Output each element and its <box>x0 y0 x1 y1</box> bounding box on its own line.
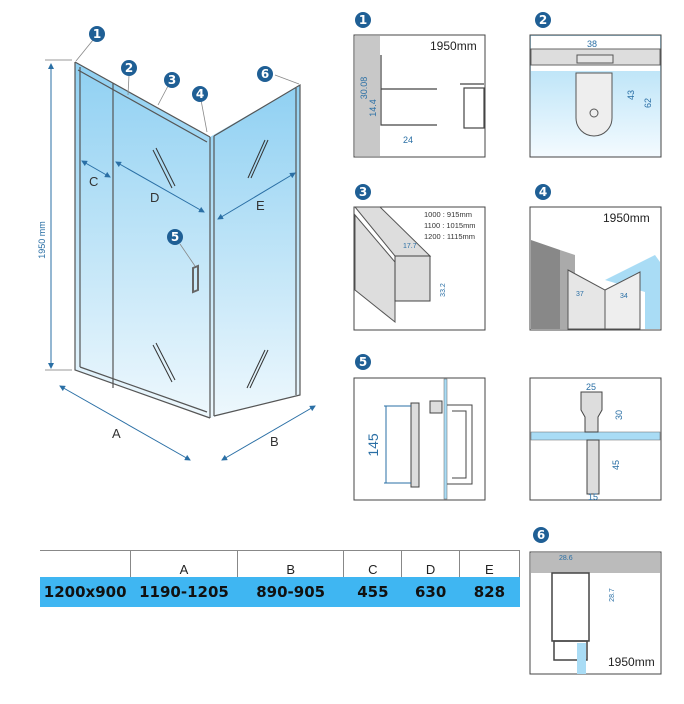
height-label: 1950 mm <box>37 221 47 259</box>
svg-text:3: 3 <box>359 185 367 199</box>
svg-text:1950mm: 1950mm <box>603 211 650 225</box>
svg-text:25: 25 <box>586 382 596 392</box>
svg-text:5: 5 <box>171 230 179 244</box>
svg-text:1950mm: 1950mm <box>430 39 477 53</box>
svg-text:43: 43 <box>626 90 636 100</box>
callout-1: 1 <box>89 26 105 42</box>
dim-label-a: A <box>112 426 121 441</box>
header-cell <box>40 550 131 577</box>
header-cell: A <box>129 550 238 577</box>
svg-text:1100 : 1015mm: 1100 : 1015mm <box>424 221 476 230</box>
svg-text:30: 30 <box>614 410 624 420</box>
detail-4-corner-profile: 4 1950mm 37 34 <box>529 184 662 331</box>
svg-text:5: 5 <box>359 355 367 369</box>
svg-text:34: 34 <box>620 293 628 300</box>
svg-text:1: 1 <box>359 13 367 27</box>
side-glass-panel <box>210 85 300 418</box>
detail-2-hinge: 2 38 43 62 <box>529 12 662 158</box>
svg-text:1000 : 915mm: 1000 : 915mm <box>424 210 472 219</box>
table-cell: 1200x900 <box>40 577 131 607</box>
svg-text:45: 45 <box>611 460 621 470</box>
callout-2: 2 <box>121 60 137 76</box>
table-cell: 455 <box>343 577 402 607</box>
svg-text:1: 1 <box>93 27 101 41</box>
svg-text:28.7: 28.7 <box>609 588 616 602</box>
svg-text:1950mm: 1950mm <box>608 655 655 669</box>
header-cell: B <box>237 550 344 577</box>
svg-text:17.7: 17.7 <box>403 243 417 250</box>
svg-text:38: 38 <box>587 39 597 49</box>
table-header-row: A B C D E <box>40 550 521 577</box>
svg-text:2: 2 <box>125 61 133 75</box>
dimensions-table: A B C D E 1200x900 1190-1205 890-905 455… <box>40 550 521 607</box>
svg-text:3: 3 <box>168 73 176 87</box>
callout-4: 4 <box>192 86 208 102</box>
svg-text:145: 145 <box>365 433 381 457</box>
callout-5: 5 <box>167 229 183 245</box>
dim-label-d: D <box>150 190 159 205</box>
svg-text:30.08: 30.08 <box>359 77 369 100</box>
svg-text:37: 37 <box>576 291 584 298</box>
table-cell: 1190-1205 <box>130 577 238 607</box>
svg-text:33.2: 33.2 <box>440 283 447 297</box>
detail-1-wall-profile: 1 1950mm 30.08 14.4 24 <box>353 12 486 158</box>
svg-text:24: 24 <box>403 135 413 145</box>
header-cell: C <box>343 550 402 577</box>
svg-text:4: 4 <box>196 87 204 101</box>
dim-label-e: E <box>256 198 265 213</box>
detail-6-side-profile: 6 28.6 28.7 1950mm <box>529 527 662 675</box>
svg-text:62: 62 <box>643 98 653 108</box>
callout-3: 3 <box>164 72 180 88</box>
header-cell: D <box>401 550 460 577</box>
front-glass-panel <box>75 62 210 418</box>
detail-5-handle: 5 145 <box>353 354 486 501</box>
callout-6: 6 <box>257 66 273 82</box>
header-cell: E <box>458 550 521 577</box>
table-cell: 630 <box>401 577 460 607</box>
detail-5-knob-section: 25 30 45 15 <box>529 377 662 502</box>
table-row: 1200x900 1190-1205 890-905 455 630 828 <box>40 577 520 607</box>
svg-text:6: 6 <box>261 67 269 81</box>
svg-text:14.4: 14.4 <box>368 99 378 117</box>
svg-text:28.6: 28.6 <box>559 555 573 562</box>
dim-label-b: B <box>270 434 279 449</box>
svg-text:15: 15 <box>588 492 598 502</box>
table-cell: 890-905 <box>237 577 344 607</box>
svg-text:4: 4 <box>539 185 547 199</box>
shower-enclosure-drawing: 1950 mm A B C D E 1 2 3 4 5 6 <box>37 26 316 461</box>
dim-label-c: C <box>89 174 98 189</box>
detail-3-top-rail: 3 1000 : 915mm 1100 : 1015mm 1200 : 1115… <box>353 184 486 331</box>
svg-text:1200 : 1115mm: 1200 : 1115mm <box>424 232 475 241</box>
table-cell: 828 <box>459 577 520 607</box>
svg-text:2: 2 <box>539 13 547 27</box>
svg-text:6: 6 <box>537 528 545 542</box>
